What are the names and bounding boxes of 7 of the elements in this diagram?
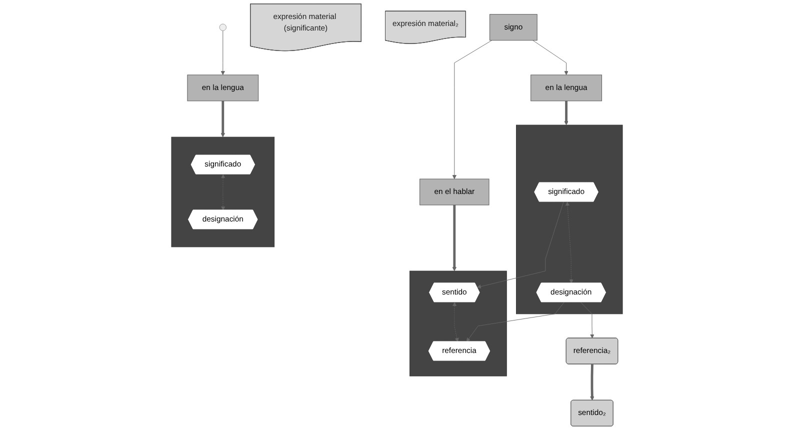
arrow bbox=[220, 100, 226, 138]
arrow bbox=[564, 100, 568, 126]
cluster bbox=[516, 124, 623, 314]
cluster bbox=[410, 270, 507, 376]
arrow bbox=[452, 205, 457, 272]
arrow bbox=[590, 364, 594, 401]
cluster bbox=[171, 136, 275, 248]
